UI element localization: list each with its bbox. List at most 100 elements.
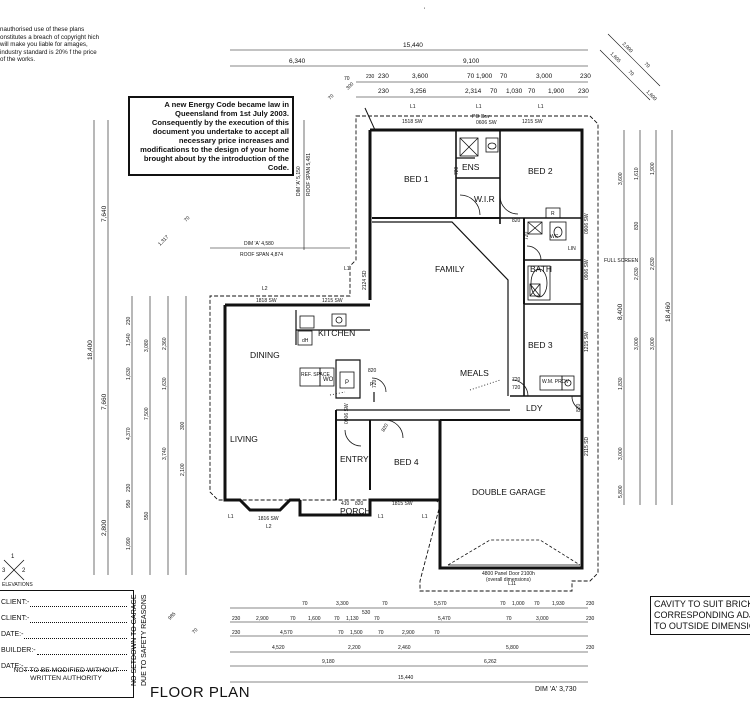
svg-text:L11: L11 — [508, 581, 516, 587]
svg-text:3,740: 3,740 — [162, 447, 168, 460]
svg-text:1,600: 1,600 — [645, 89, 658, 102]
garage-door-label: 4800 Panel Door 2100h — [482, 571, 535, 577]
room-bed-4: BED 4 — [394, 457, 419, 467]
builder-row[interactable]: BUILDER:- — [1, 647, 127, 655]
svg-text:720: 720 — [524, 231, 530, 240]
svg-text:70: 70 — [191, 627, 199, 635]
svg-text:300: 300 — [180, 421, 186, 430]
svg-text:1,930: 1,930 — [552, 601, 565, 607]
svg-text:2,000: 2,000 — [621, 41, 634, 54]
svg-text:230: 230 — [366, 74, 375, 80]
svg-text:230: 230 — [378, 88, 389, 95]
svg-text:L1: L1 — [476, 104, 482, 110]
garage-door: 4800 Panel Door 2100h (overall dimension… — [447, 539, 581, 583]
svg-text:70: 70 — [382, 601, 388, 607]
room-porch: PORCH — [340, 506, 371, 516]
svg-text:820: 820 — [368, 368, 377, 374]
svg-text:230: 230 — [232, 616, 241, 622]
toilet-ens — [485, 137, 499, 153]
svg-text:8,400: 8,400 — [617, 303, 624, 320]
svg-text:70: 70 — [627, 69, 635, 77]
no-modify-notice: NOT TO BE MODIFIED WITHOUT WRITTEN AUTHO… — [13, 667, 119, 682]
svg-text:2,360: 2,360 — [162, 337, 168, 350]
svg-text:3,000: 3,000 — [634, 337, 640, 350]
toilet-wc — [549, 221, 567, 241]
svg-text:1,540: 1,540 — [126, 333, 132, 346]
svg-text:70: 70 — [467, 73, 475, 80]
svg-text:2,900: 2,900 — [402, 630, 415, 636]
elevations-label: ELEVATIONS — [2, 582, 33, 588]
shower-bath — [527, 221, 543, 235]
door-swings — [344, 194, 583, 447]
svg-text:1215 SW: 1215 SW — [322, 298, 343, 304]
svg-text:1,900: 1,900 — [476, 73, 493, 80]
svg-text:PO Cov: PO Cov — [472, 114, 490, 120]
room-labels: BED 1 BED 2 ENS W.I.R FAMILY BATH BED 3 … — [230, 162, 639, 516]
svg-text:L1: L1 — [344, 266, 350, 272]
room-ens: ENS — [462, 162, 480, 172]
svg-text:3,600: 3,600 — [412, 73, 429, 80]
svg-text:L2: L2 — [262, 286, 268, 292]
svg-text:1518 SW: 1518 SW — [402, 119, 423, 125]
svg-text:550: 550 — [144, 511, 150, 520]
svg-text:985: 985 — [167, 611, 177, 621]
svg-text:ROOF SPAN 5,481: ROOF SPAN 5,481 — [306, 153, 312, 196]
bath-tub — [527, 265, 551, 301]
svg-text:950: 950 — [126, 499, 132, 508]
date2-row[interactable]: DATE:- — [1, 663, 127, 671]
dishwasher — [297, 330, 313, 346]
dim-top-b: 9,100 — [463, 58, 480, 65]
room-meals: MEALS — [460, 368, 489, 378]
svg-text:230: 230 — [578, 88, 589, 95]
lintel-labels: L1 L1 L1 L1 L2 L2 L1 L1 L1 L11 — [228, 104, 544, 587]
client1-row[interactable]: CLIENT:- — [1, 599, 127, 607]
svg-text:5,570: 5,570 — [434, 601, 447, 607]
room-living: LIVING — [230, 434, 258, 444]
svg-text:DIM 'A' 4,580: DIM 'A' 4,580 — [244, 241, 274, 247]
svg-text:2,100: 2,100 — [180, 463, 186, 476]
svg-text:1,900: 1,900 — [650, 162, 656, 175]
svg-text:2124 SD: 2124 SD — [362, 270, 368, 290]
room-wir: W.I.R — [474, 194, 495, 204]
dim-left-overall: 18,400 — [87, 340, 94, 360]
svg-text:230: 230 — [586, 601, 595, 607]
wall-oven — [319, 367, 335, 387]
svg-text:230: 230 — [586, 645, 595, 651]
svg-text:4,370: 4,370 — [126, 427, 132, 440]
svg-text:1,090: 1,090 — [126, 537, 132, 550]
svg-text:1,317: 1,317 — [157, 234, 170, 247]
svg-text:4,570: 4,570 — [280, 630, 293, 636]
svg-text:1,630: 1,630 — [162, 377, 168, 390]
top-dimensions: 15,440 6,340 9,100 230 3,600 70 1,900 70… — [230, 33, 661, 102]
client-form: CLIENT:- CLIENT:- DATE:- BUILDER:- DATE:… — [0, 590, 134, 698]
svg-text:830: 830 — [634, 221, 640, 230]
svg-text:1: 1 — [11, 554, 15, 560]
svg-text:5,470: 5,470 — [438, 616, 451, 622]
dim-top-row2: 230 3,256 2,314 70 1,030 70 1,900 230 — [378, 88, 589, 95]
setback-note: NO SETDOWN TO GARAGE DUE TO SAFETY REASO… — [131, 594, 148, 686]
svg-text:3,000: 3,000 — [536, 616, 549, 622]
sink-kitchen — [299, 315, 315, 329]
svg-text:1,605: 1,605 — [609, 51, 622, 64]
svg-text:0906 SW: 0906 SW — [584, 213, 590, 234]
svg-text:70: 70 — [378, 630, 384, 636]
svg-text:3,080: 3,080 — [144, 339, 150, 352]
room-ldy: LDY — [526, 403, 543, 413]
date1-row[interactable]: DATE:- — [1, 631, 127, 639]
svg-text:70: 70 — [338, 630, 344, 636]
svg-text:2,800: 2,800 — [101, 519, 108, 536]
svg-text:0906 SW: 0906 SW — [584, 259, 590, 280]
svg-text:1215 SW: 1215 SW — [522, 119, 543, 125]
room-dining: DINING — [250, 350, 280, 360]
svg-text:70: 70 — [534, 601, 540, 607]
svg-text:L2: L2 — [266, 524, 272, 530]
svg-text:WC: WC — [550, 234, 559, 240]
svg-text:L1: L1 — [538, 104, 544, 110]
room-kitchen: KITCHEN — [318, 328, 355, 338]
svg-text:70: 70 — [434, 630, 440, 636]
svg-text:6,262: 6,262 — [484, 659, 497, 665]
svg-text:DIM 'A' 5,150: DIM 'A' 5,150 — [296, 166, 302, 196]
svg-text:3,000: 3,000 — [650, 337, 656, 350]
client2-row[interactable]: CLIENT:- — [1, 615, 127, 623]
svg-text:70: 70 — [327, 93, 335, 101]
